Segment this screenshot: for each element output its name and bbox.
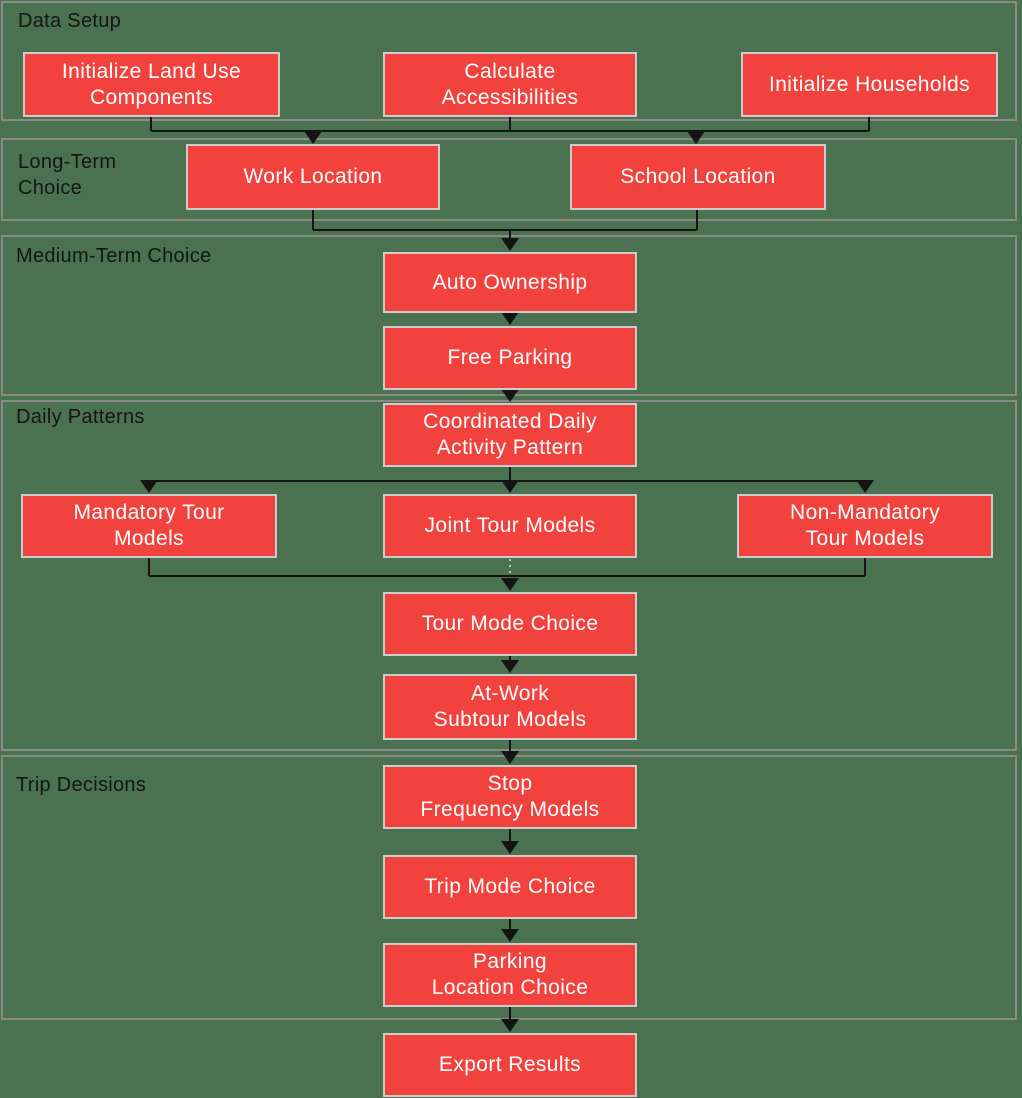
section-label-data-setup: Data Setup [18, 10, 122, 32]
node-free-parking: Free Parking [383, 326, 637, 390]
node-school-location: School Location [570, 144, 826, 210]
section-long-term-choice [1, 138, 1017, 221]
node-work-location: Work Location [186, 144, 440, 210]
node-initialize-land-use-components: Initialize Land Use Components [23, 52, 280, 117]
section-label-daily-patterns: Daily Patterns [16, 406, 145, 428]
node-auto-ownership: Auto Ownership [383, 252, 637, 313]
section-label-trip-decisions: Trip Decisions [16, 774, 147, 796]
node-initialize-households: Initialize Households [741, 52, 998, 117]
node-stop-frequency-models: Stop Frequency Models [383, 765, 637, 829]
node-export-results: Export Results [383, 1033, 637, 1097]
section-label-medium-term-choice: Medium-Term Choice [16, 245, 212, 267]
node-non-mandatory-tour-models: Non-Mandatory Tour Models [737, 494, 993, 558]
node-trip-mode-choice: Trip Mode Choice [383, 855, 637, 919]
node-calculate-accessibilities: Calculate Accessibilities [383, 52, 637, 117]
node-coordinated-daily-activity-pattern: Coordinated Daily Activity Pattern [383, 403, 637, 467]
node-mandatory-tour-models: Mandatory Tour Models [21, 494, 277, 558]
arrow-into-export [501, 1019, 519, 1032]
node-joint-tour-models: Joint Tour Models [383, 494, 637, 558]
node-parking-location-choice: Parking Location Choice [383, 943, 637, 1007]
node-at-work-subtour-models: At-Work Subtour Models [383, 674, 637, 740]
section-label-long-term-choice: Long-Term Choice [18, 151, 117, 199]
node-tour-mode-choice: Tour Mode Choice [383, 592, 637, 656]
